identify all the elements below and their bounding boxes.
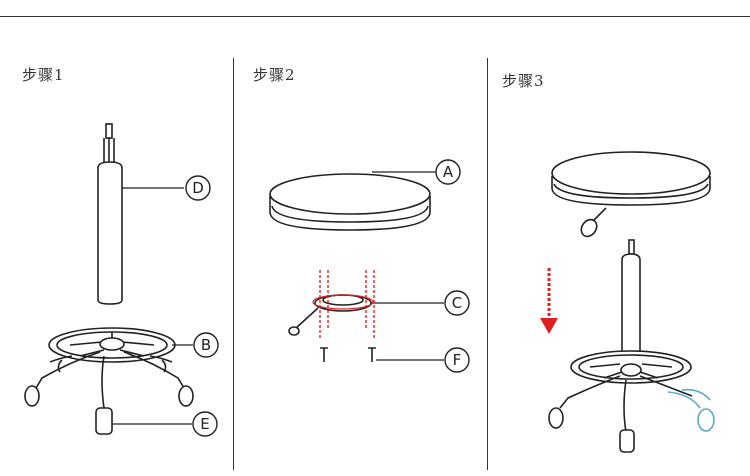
panel-divider-2 bbox=[487, 58, 488, 470]
step-2-label: 步骤2 bbox=[253, 66, 296, 84]
highlighted-caster bbox=[667, 388, 715, 432]
callout-f-letter: F bbox=[453, 351, 462, 369]
seat-cushion bbox=[269, 173, 431, 231]
callout-e: E bbox=[192, 411, 218, 437]
gas-cylinder bbox=[97, 123, 123, 305]
callout-c-letter: C bbox=[452, 294, 462, 312]
step-1-label: 步骤1 bbox=[22, 66, 65, 84]
step-3-label: 步骤3 bbox=[502, 72, 545, 90]
callout-d-letter: D bbox=[192, 179, 204, 197]
callout-d: D bbox=[185, 175, 211, 201]
callout-f: F bbox=[444, 347, 470, 373]
callout-b: B bbox=[193, 332, 219, 358]
assembled-seat bbox=[551, 151, 711, 238]
step-2-illustration bbox=[269, 171, 444, 362]
callout-a: A bbox=[435, 159, 461, 185]
step-3-illustration bbox=[548, 151, 711, 453]
callout-a-letter: A bbox=[443, 163, 454, 181]
seat-mechanism bbox=[288, 294, 372, 336]
assembled-cylinder bbox=[621, 239, 641, 369]
panel-divider-1 bbox=[233, 58, 234, 470]
star-base bbox=[24, 327, 194, 435]
alignment-guides bbox=[312, 270, 375, 340]
callout-c: C bbox=[444, 290, 470, 316]
assembled-base bbox=[548, 350, 693, 453]
down-arrow bbox=[540, 268, 558, 334]
step-1-illustration bbox=[24, 123, 194, 435]
callout-e-letter: E bbox=[200, 415, 209, 433]
screws bbox=[320, 347, 376, 362]
callout-b-letter: B bbox=[201, 336, 211, 354]
top-rule bbox=[0, 16, 750, 17]
